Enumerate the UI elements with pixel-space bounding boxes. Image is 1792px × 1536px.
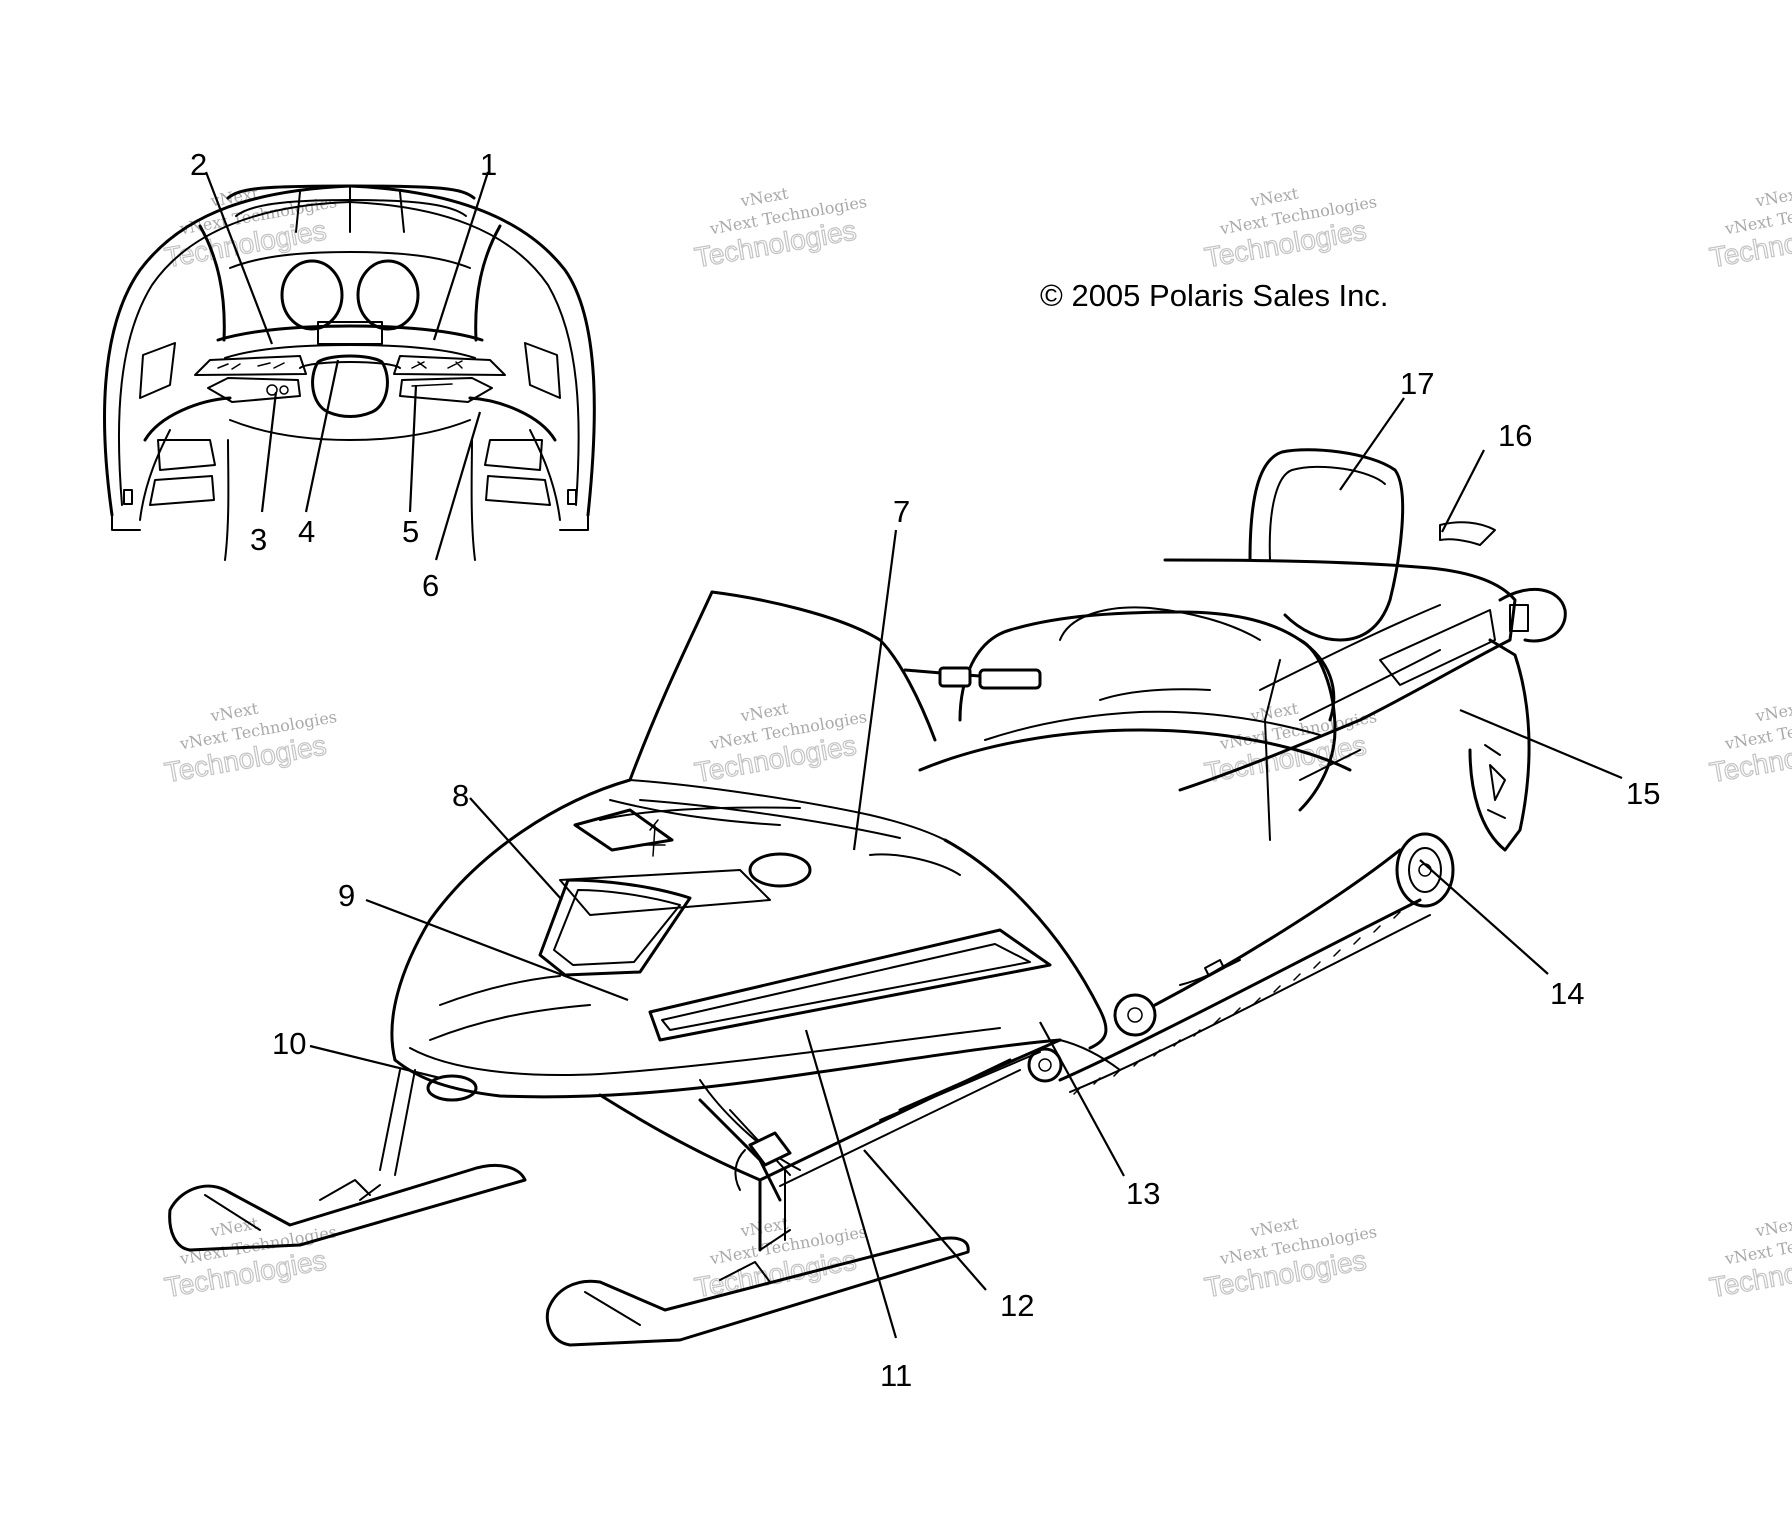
- leader-lines: [204, 171, 1623, 1339]
- callout-9: 9: [338, 878, 355, 913]
- callout-12: 12: [1000, 1288, 1034, 1323]
- callout-17: 17: [1400, 366, 1434, 401]
- watermark: vNext vNext Technologies Technologies: [1707, 1213, 1792, 1303]
- callout-1: 1: [480, 147, 497, 182]
- watermark: vNext vNext Technologies Technologies: [1707, 183, 1792, 273]
- watermark: vNext vNext Technologies Technologies: [1202, 1213, 1379, 1303]
- callout-16: 16: [1498, 418, 1532, 453]
- callout-7: 7: [893, 494, 910, 529]
- callout-6: 6: [422, 568, 439, 603]
- callout-15: 15: [1626, 776, 1660, 811]
- watermark-layer: vNext vNext Technologies Technologies vN…: [162, 183, 1792, 1303]
- watermark: vNext vNext Technologies Technologies: [162, 698, 339, 788]
- callout-10: 10: [272, 1026, 306, 1061]
- callout-14: 14: [1550, 976, 1584, 1011]
- snowmobile-side-view: [168, 448, 1567, 1347]
- callout-5: 5: [402, 514, 419, 549]
- watermark: vNext vNext Technologies Technologies: [1202, 183, 1379, 273]
- svg-text:vNext: vNext: [1753, 183, 1792, 210]
- watermark: vNext vNext Technologies Technologies: [1707, 698, 1792, 788]
- callout-3: 3: [250, 522, 267, 557]
- svg-text:vNext: vNext: [1753, 1213, 1792, 1240]
- watermark: vNext vNext Technologies Technologies: [692, 698, 869, 788]
- callout-4: 4: [298, 514, 315, 549]
- callout-8: 8: [452, 778, 469, 813]
- callout-numbers: 1 2 3 4 5 6 7 8 9 10 11 12 13 14 15 16 1…: [190, 147, 1660, 1393]
- watermark: vNext vNext Technologies Technologies: [692, 183, 869, 273]
- hood-front-view: [103, 184, 596, 561]
- callout-11: 11: [880, 1358, 912, 1393]
- callout-2: 2: [190, 147, 207, 182]
- copyright-notice: © 2005 Polaris Sales Inc.: [1040, 278, 1389, 313]
- svg-text:vNext: vNext: [1753, 698, 1792, 725]
- callout-13: 13: [1126, 1176, 1160, 1211]
